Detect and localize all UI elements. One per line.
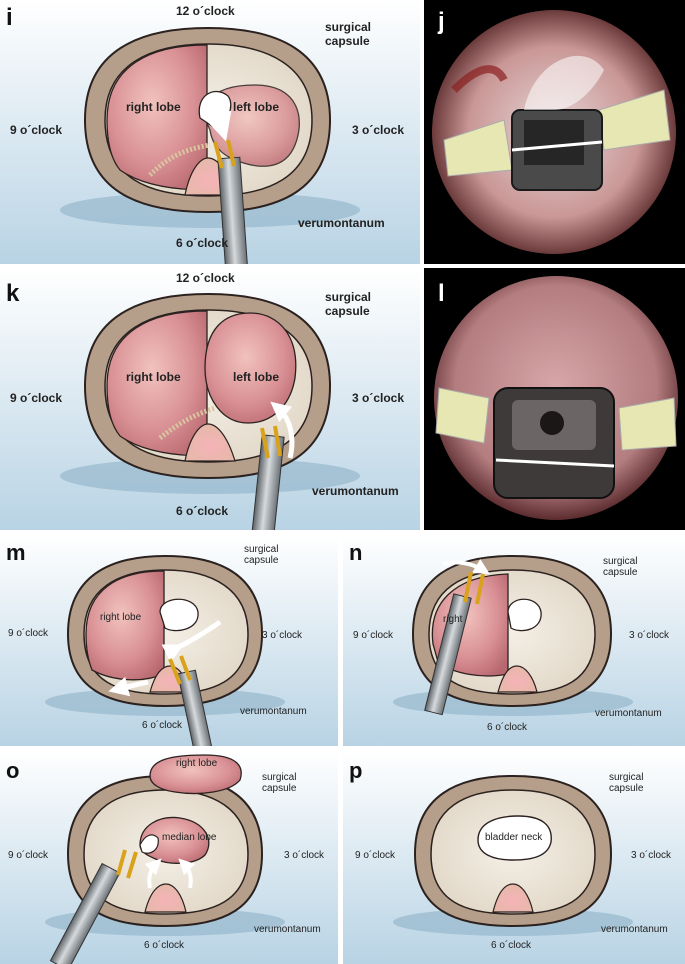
label-3-oclock: 3 o´clock: [262, 630, 303, 641]
label-9-oclock: 9 o´clock: [8, 850, 49, 861]
label-right-lobe: right lobe: [126, 100, 181, 114]
panel-n: n surgical capsule 9 o´clock 3 o´clock r…: [343, 534, 685, 746]
label-3-oclock: 3 o´clock: [352, 123, 405, 137]
label-left-lobe: left lobe: [233, 370, 280, 384]
label-left-lobe: left lobe: [233, 100, 280, 114]
label-6-oclock: 6 o´clock: [176, 504, 229, 518]
panel-j: j: [424, 0, 685, 264]
label-bladder-neck: bladder neck: [485, 832, 543, 843]
label-6-oclock: 6 o´clock: [491, 940, 532, 951]
label-12-oclock: 12 o´clock: [176, 4, 235, 18]
panel-letter: i: [6, 4, 13, 31]
label-verumontanum: verumontanum: [595, 708, 662, 719]
label-surgical-capsule: surgical capsule: [262, 772, 297, 794]
label-surgical-capsule: surgical capsule: [325, 290, 372, 318]
label-right-lobe: right lobe: [176, 758, 218, 769]
endoscopic-image-j: [424, 0, 685, 264]
label-right-lobe: right: [443, 614, 463, 625]
label-surgical-capsule: surgical capsule: [603, 556, 638, 578]
diagram-p: [343, 750, 685, 964]
label-3-oclock: 3 o´clock: [629, 630, 670, 641]
panel-p: p surgical capsule 9 o´clock 3 o´clock b…: [343, 750, 685, 964]
label-verumontanum: verumontanum: [312, 484, 399, 498]
label-6-oclock: 6 o´clock: [176, 236, 229, 250]
diagram-m: [0, 534, 338, 746]
panel-letter: l: [438, 280, 445, 307]
label-9-oclock: 9 o´clock: [355, 850, 396, 861]
label-9-oclock: 9 o´clock: [10, 391, 63, 405]
panel-k: k 12 o´clock surgical capsule 9 o´clock …: [0, 268, 420, 530]
label-9-oclock: 9 o´clock: [10, 123, 63, 137]
label-surgical-capsule: surgical capsule: [244, 544, 279, 566]
label-verumontanum: verumontanum: [240, 706, 307, 717]
endoscopic-image-l: [424, 268, 685, 530]
label-6-oclock: 6 o´clock: [144, 940, 185, 951]
label-right-lobe: right lobe: [126, 370, 181, 384]
panel-letter: m: [6, 540, 26, 565]
panel-l: l: [424, 268, 685, 530]
label-3-oclock: 3 o´clock: [284, 850, 325, 861]
label-surgical-capsule: surgical capsule: [325, 20, 372, 48]
diagram-n: [343, 534, 685, 746]
label-12-oclock: 12 o´clock: [176, 271, 235, 285]
panel-m: m surgical capsule 9 o´clock 3 o´clock r…: [0, 534, 338, 746]
panel-letter: p: [349, 758, 363, 783]
label-9-oclock: 9 o´clock: [8, 628, 49, 639]
label-verumontanum: verumontanum: [254, 924, 321, 935]
label-3-oclock: 3 o´clock: [352, 391, 405, 405]
label-3-oclock: 3 o´clock: [631, 850, 672, 861]
label-right-lobe: right lobe: [100, 612, 142, 623]
panel-letter: j: [438, 8, 445, 35]
label-9-oclock: 9 o´clock: [353, 630, 394, 641]
diagram-k: [0, 268, 420, 530]
label-6-oclock: 6 o´clock: [142, 720, 183, 731]
panel-letter: o: [6, 758, 20, 783]
panel-letter: n: [349, 540, 363, 565]
diagram-o: [0, 750, 338, 964]
label-6-oclock: 6 o´clock: [487, 722, 528, 733]
diagram-i: [0, 0, 420, 264]
panel-o: o right lobe surgical capsule 9 o´clock …: [0, 750, 338, 964]
label-verumontanum: verumontanum: [601, 924, 668, 935]
panel-i: i 12 o´clock surgical capsule 9 o´clock …: [0, 0, 420, 264]
label-surgical-capsule: surgical capsule: [609, 772, 644, 794]
label-median-lobe: median lobe: [162, 832, 217, 843]
label-verumontanum: verumontanum: [298, 216, 385, 230]
panel-letter: k: [6, 280, 20, 307]
